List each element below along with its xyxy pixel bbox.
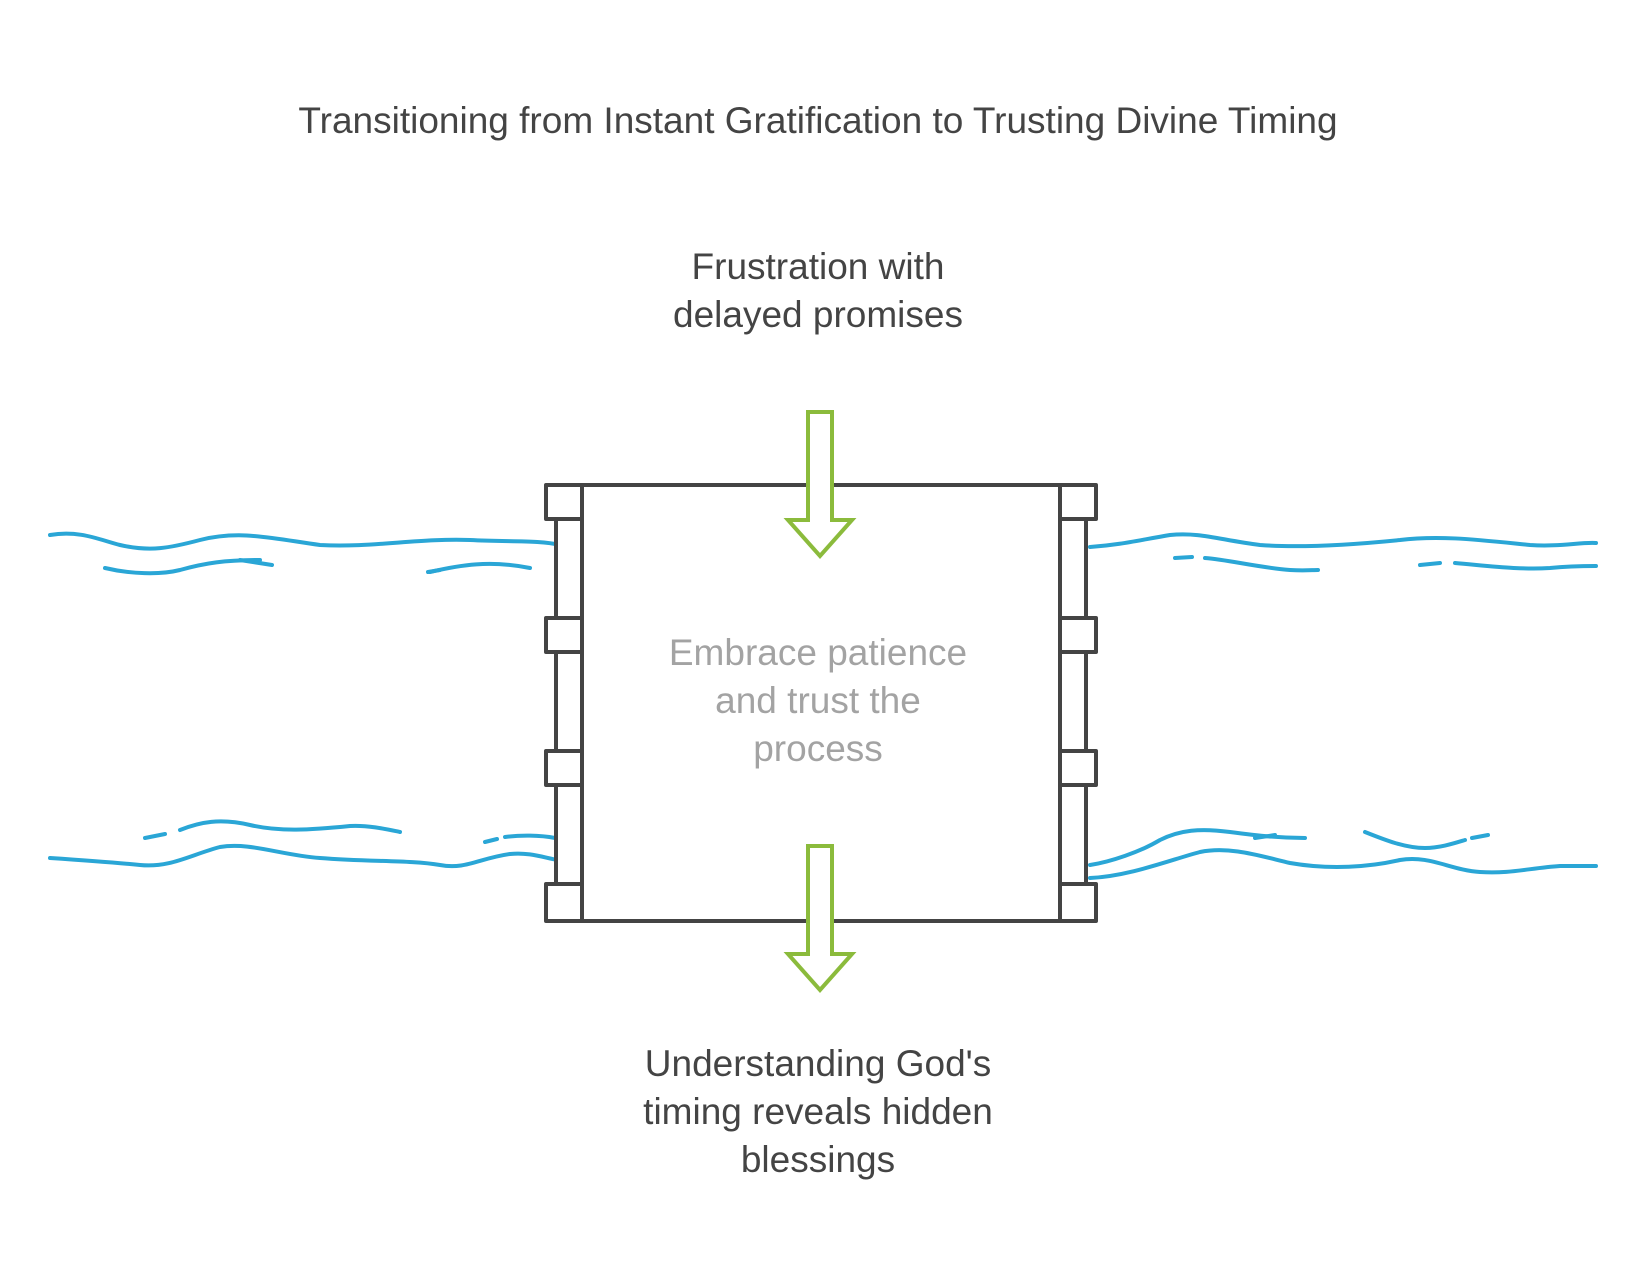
bottom-label-line: timing reveals hidden [643, 1091, 993, 1132]
right-post-cap-1 [1058, 483, 1098, 521]
left-post-cap-3 [544, 749, 584, 787]
center-label-line: Embrace patience [668, 632, 968, 673]
bottom-label-line: blessings [740, 1139, 896, 1180]
top-label-line: Frustration with [691, 246, 945, 287]
water-upper-right [1088, 532, 1598, 573]
center-label: Embrace patience and trust the process [568, 629, 1068, 773]
left-post-cap-1 [544, 483, 584, 521]
left-post-cap-2 [544, 616, 584, 654]
right-post-cap-2 [1058, 616, 1098, 654]
water-lower-left [48, 819, 560, 869]
right-post-cap-3 [1058, 749, 1098, 787]
water-lower-right [1088, 828, 1598, 880]
center-label-line: and trust the [715, 680, 921, 721]
water-upper-left [48, 531, 562, 576]
top-label: Frustration with delayed promises [568, 243, 1068, 339]
arrow-down-top-icon [783, 410, 857, 560]
diagram-title: Transitioning from Instant Gratification… [298, 100, 1338, 141]
right-post [1058, 483, 1088, 923]
right-post-cap-4 [1058, 882, 1098, 923]
left-post-cap-4 [544, 882, 584, 923]
arrow-down-bottom-icon [783, 844, 857, 994]
bottom-label-line: Understanding God's [644, 1043, 992, 1084]
top-label-line: delayed promises [673, 294, 963, 335]
bottom-label: Understanding God's timing reveals hidde… [568, 1040, 1068, 1184]
center-label-line: process [753, 728, 883, 769]
